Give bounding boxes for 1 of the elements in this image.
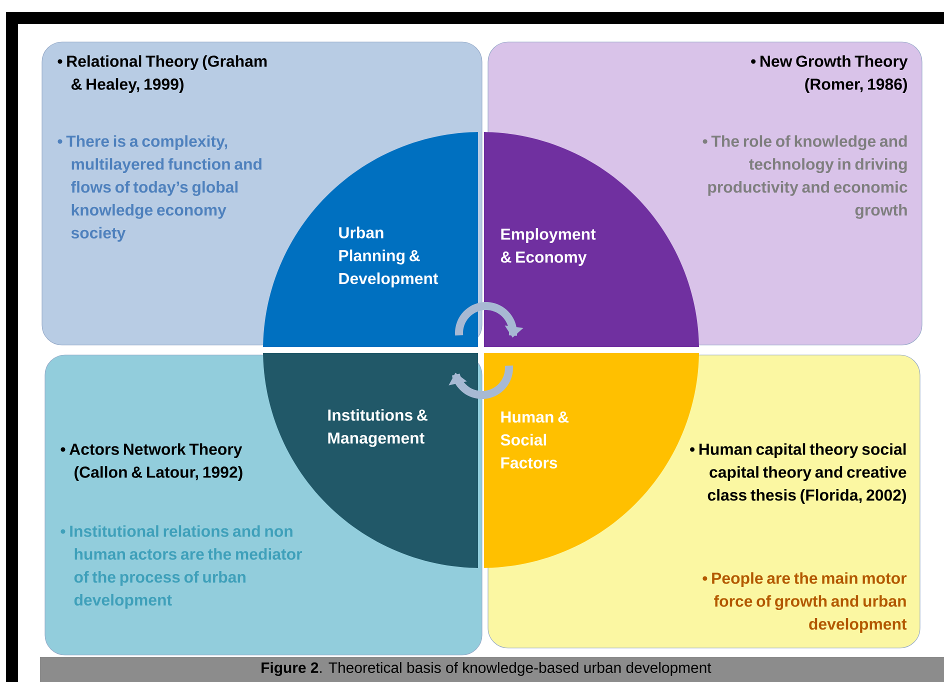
caption-band: Figure 2. Theoretical basis of knowledge-based urban development xyxy=(40,657,944,682)
